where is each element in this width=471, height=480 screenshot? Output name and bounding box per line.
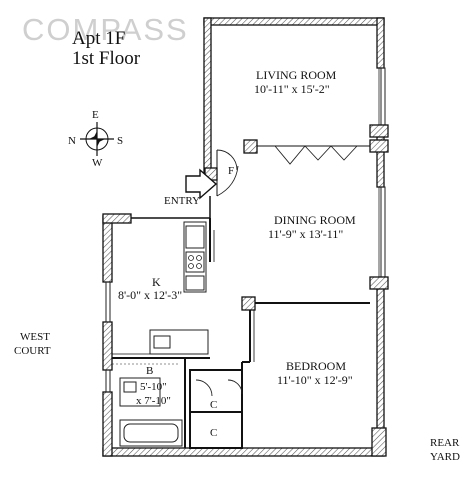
watermark-logo: COMPASS — [22, 12, 189, 47]
entry-label: ENTRY — [164, 195, 200, 207]
unit-label: Apt 1F — [72, 28, 125, 49]
entry-arrow-icon — [185, 168, 218, 200]
compass-w: W — [92, 157, 103, 169]
kitchen-dims: 8'-0" x 12'-3" — [118, 288, 182, 302]
bath-name: B — [146, 365, 153, 377]
foyer-closet-label: F — [228, 165, 234, 177]
dining-room-dims: 11'-9" x 13'-11" — [268, 227, 343, 241]
kitchen-name: K — [152, 275, 161, 289]
bedroom-name: BEDROOM — [286, 359, 346, 373]
exterior-walls — [102, 17, 389, 457]
bath-dims-2: x 7'-10" — [136, 395, 171, 407]
west-court-line1: WEST — [20, 331, 50, 343]
west-court-line2: COURT — [14, 345, 51, 357]
compass-e: E — [92, 109, 99, 121]
floor-label: 1st Floor — [72, 48, 141, 69]
bath-dims-1: 5'-10" — [140, 381, 167, 393]
bath-fixtures — [112, 363, 183, 447]
rear-yard-line2: YARD — [430, 451, 460, 463]
compass-n: N — [68, 135, 76, 147]
closet-label-2: C — [210, 427, 217, 439]
interior-walls — [112, 145, 370, 449]
bedroom-dims: 11'-10" x 12'-9" — [277, 373, 353, 387]
dining-room-name: DINING ROOM — [274, 213, 356, 227]
compass-rose-icon — [80, 122, 114, 156]
living-room-dims: 10'-11" x 15'-2" — [254, 82, 330, 96]
living-room-name: LIVING ROOM — [256, 68, 337, 82]
rear-yard-line1: REAR — [430, 437, 460, 449]
kitchen-fixtures — [149, 221, 209, 355]
closet-label-1: C — [210, 399, 217, 411]
compass-s: S — [117, 135, 123, 147]
